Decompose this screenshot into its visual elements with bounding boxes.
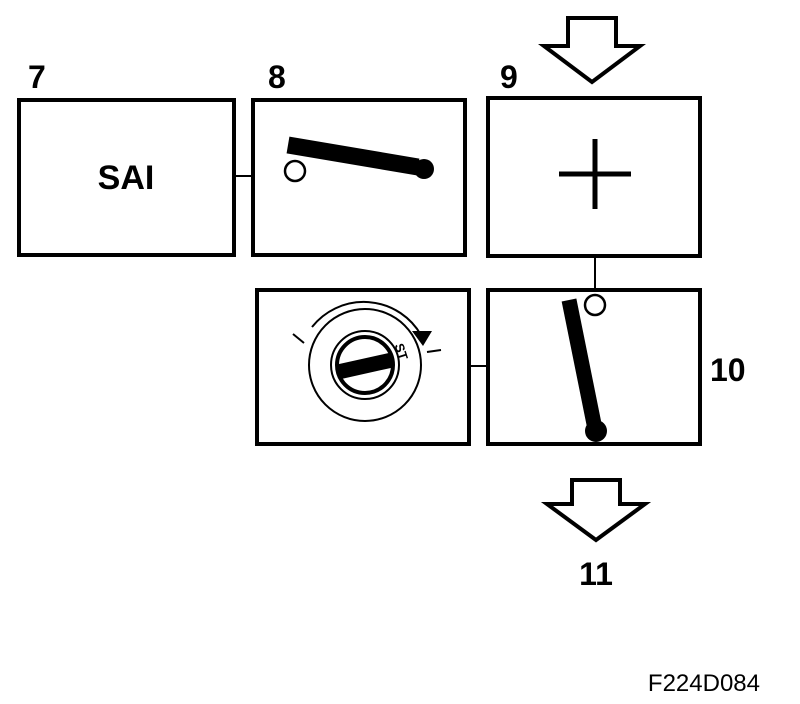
pivot-circle-icon (283, 159, 307, 183)
figure-code: F224D084 (648, 670, 760, 697)
step-8-box (251, 98, 467, 257)
lever-icon (286, 136, 434, 179)
step-7-box: SAI (17, 98, 236, 257)
vertical-lever-icon (561, 298, 607, 442)
start-position-tick (292, 333, 305, 344)
plus-icon (559, 139, 631, 209)
stop-position-tick (426, 349, 442, 353)
rotation-arrow-icon (311, 300, 432, 346)
sai-label: SAI (98, 159, 155, 197)
start-position-label: ST (392, 341, 411, 361)
step-number-10: 10 (710, 352, 746, 388)
top-pivot-circle-icon (583, 293, 607, 317)
entry-down-arrow (538, 16, 646, 85)
step-9-box (486, 96, 702, 258)
step-number-9: 9 (500, 59, 518, 95)
step-number-11: 11 (579, 556, 613, 592)
ignition-switch-icon (308, 308, 422, 422)
ignition-switch-box: ST (255, 288, 518, 446)
exit-down-arrow (540, 478, 652, 543)
step-number-8: 8 (268, 59, 286, 95)
step-10-box (486, 288, 702, 446)
step-number-7: 7 (28, 59, 46, 95)
